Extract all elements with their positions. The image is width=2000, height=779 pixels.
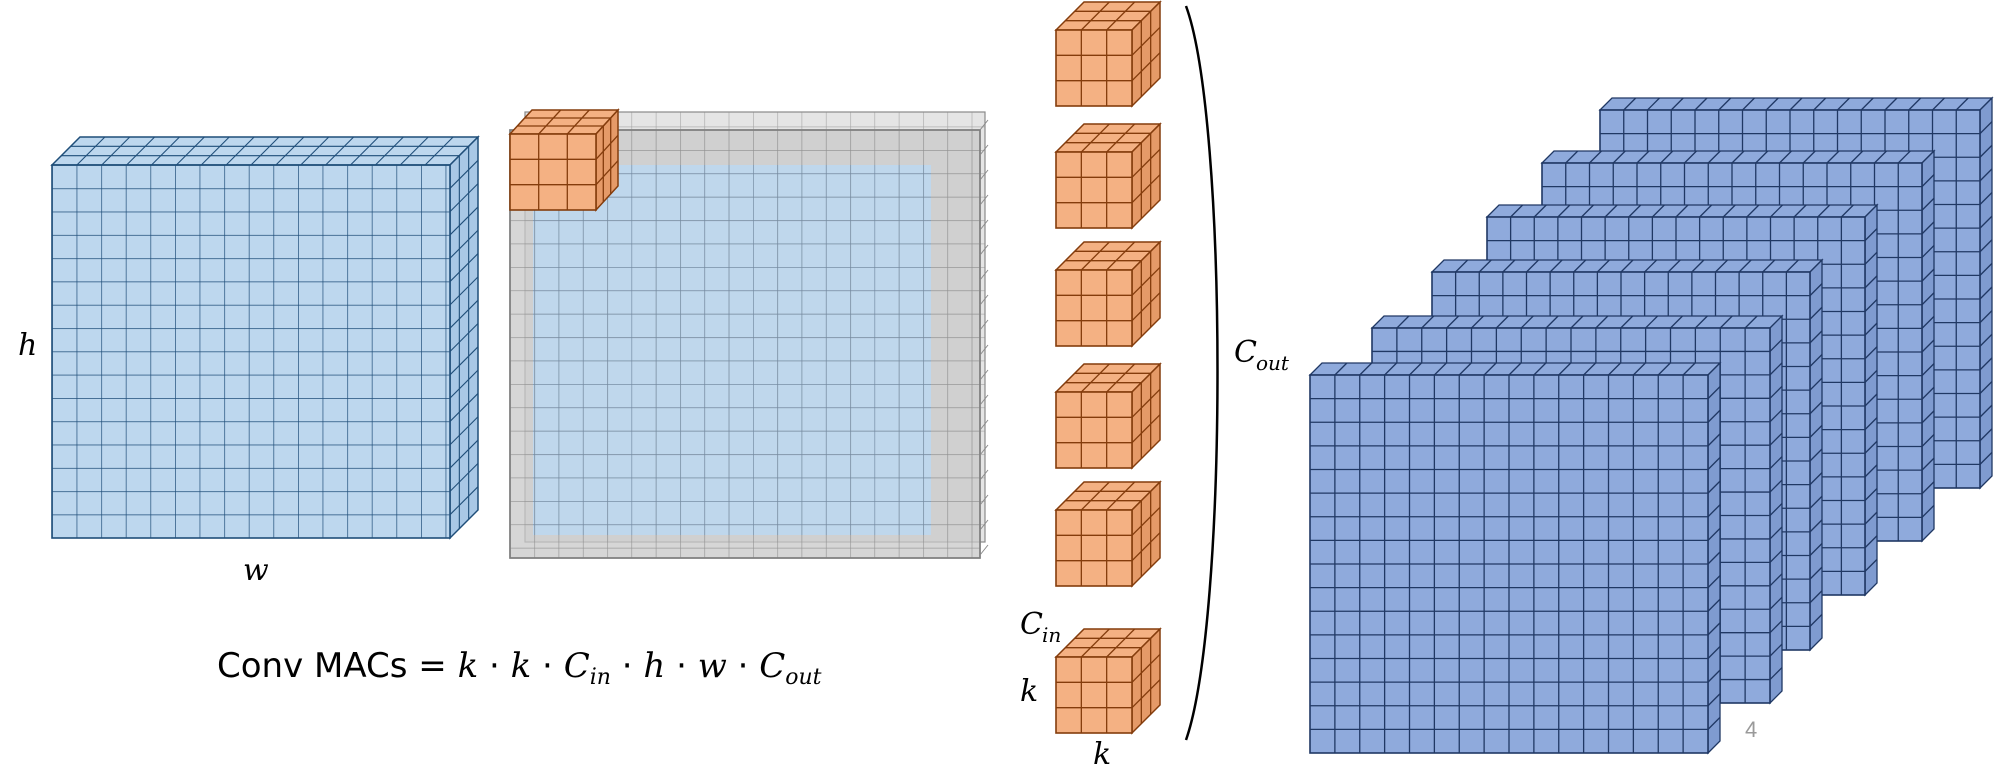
label-c-in: C in [1020,607,1061,647]
formula-w: w [698,646,727,686]
kernel-stack [1054,0,1162,735]
formula-k2: k [511,646,532,686]
kernel-cube [1054,122,1162,230]
label-k-bottom: k [1093,737,1111,772]
input-tensor [50,135,480,540]
svg-text:out: out [1256,351,1290,375]
label-c-out: C out [1234,335,1290,375]
kernel-cube [1054,0,1162,108]
kernel-cube [1054,480,1162,588]
label-h: h [18,328,37,363]
svg-text:Conv MACs = k · k · Cin · h ·: Conv MACs = k · k · Cin · h · w · Cout [217,646,822,690]
formula-k1: k [458,646,479,686]
formula-h: h [643,646,665,686]
formula-equals: = [407,646,457,686]
sliding-kernel [508,108,620,212]
kernel-cube [1054,240,1162,348]
kernel-cube [1054,627,1162,735]
label-k-side: k [1020,674,1038,709]
label-w: w [243,553,269,588]
svg-text:C: C [1234,335,1257,370]
svg-text:C: C [1020,607,1043,642]
kernel-cube [1054,362,1162,470]
macs-formula: Conv MACs = k · k · Cin · h · w · Cout [217,646,822,690]
padded-input [508,108,989,559]
formula-c-in: C [564,646,590,686]
output-feature-map [1308,361,1722,755]
formula-c-out: C [759,646,785,686]
formula-prefix: Conv MACs [217,646,407,686]
cout-bracket [1184,5,1219,741]
output-stack [1308,96,1994,755]
page-number: 4 [1745,717,1757,742]
svg-text:in: in [1042,623,1061,647]
